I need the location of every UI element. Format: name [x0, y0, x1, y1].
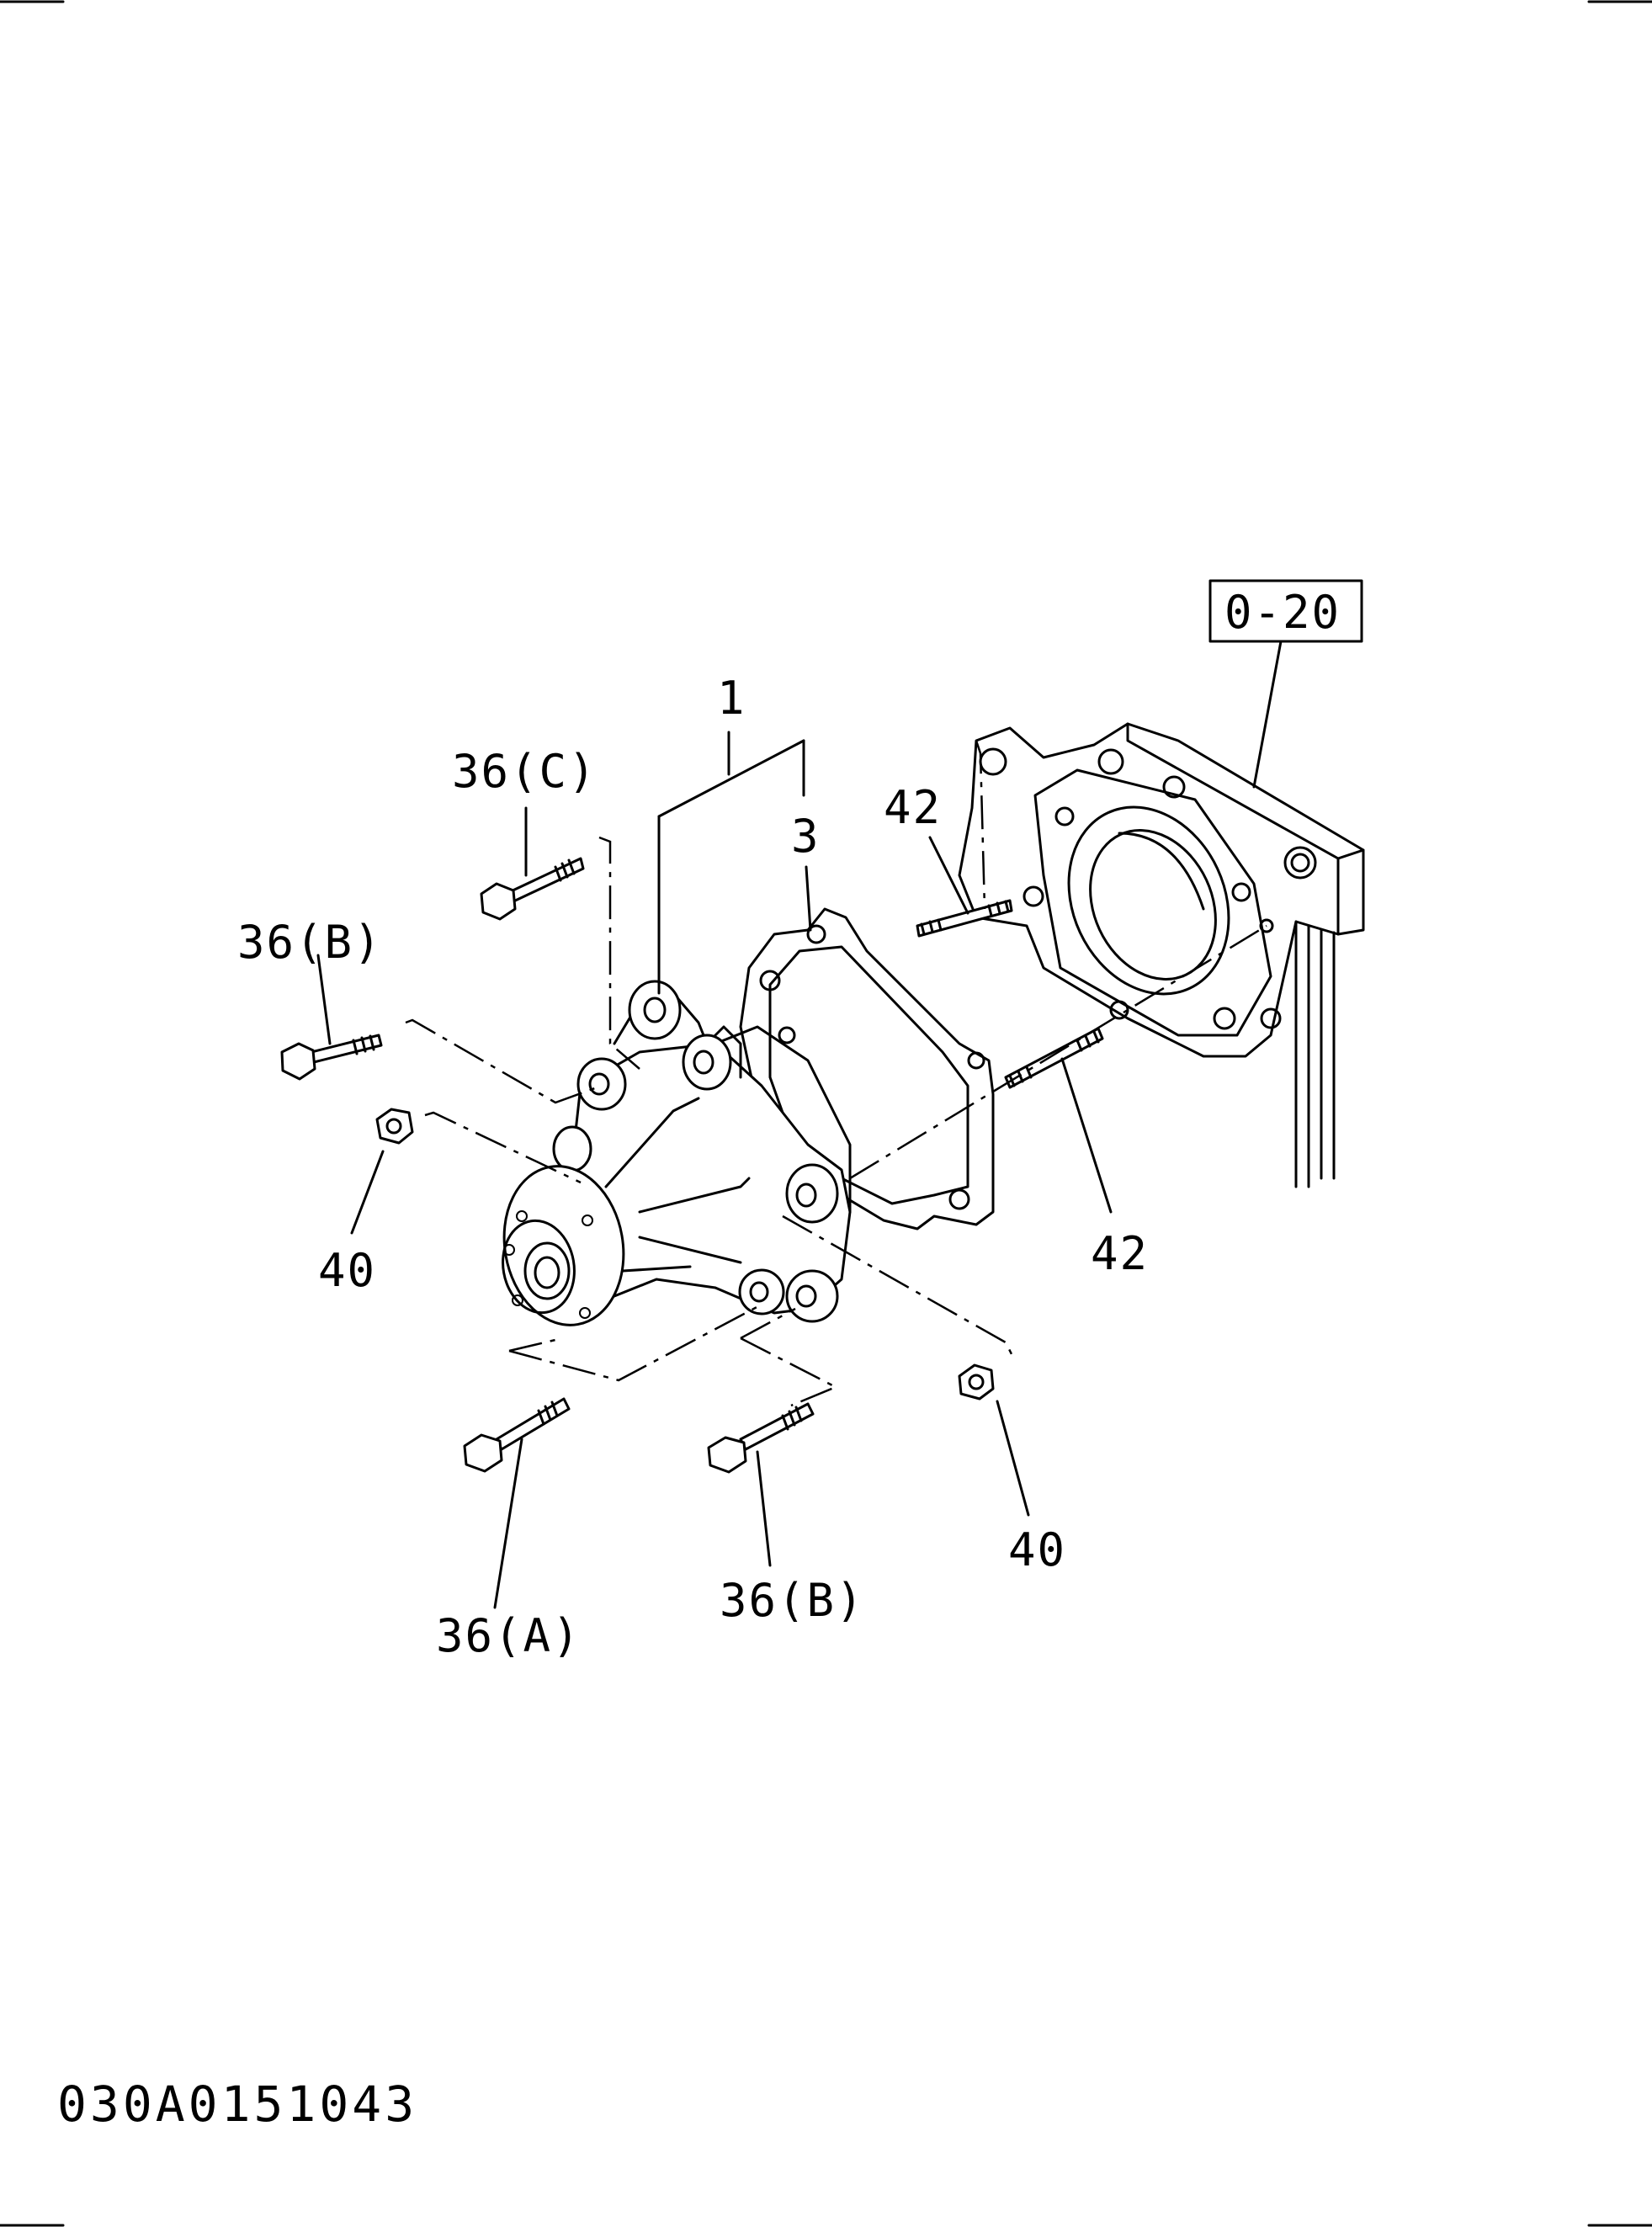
bolt-36b-bottom	[707, 1307, 838, 1567]
water-pump-body	[502, 980, 852, 1326]
stud-42-bottom	[849, 924, 1267, 1214]
reference-box: 0-20	[1208, 579, 1363, 789]
callout-36c: 36(C)	[452, 745, 598, 798]
part-1-leader	[657, 731, 812, 995]
bolt-36c	[480, 806, 640, 1070]
drawing-code: 030A0151043	[57, 2076, 417, 2133]
callout-40-right: 40	[1008, 1523, 1066, 1576]
callout-42-bottom: 42	[1091, 1227, 1149, 1280]
front-cover-housing	[958, 722, 1365, 1188]
stud-42-top	[916, 740, 1013, 938]
callout-36b-left: 36(B)	[237, 916, 383, 969]
callout-1: 1	[717, 672, 746, 725]
bolt-36a	[463, 1303, 762, 1609]
callout-42-top: 42	[884, 781, 942, 834]
callout-36b-bottom: 36(B)	[720, 1574, 865, 1627]
callout-36a: 36(A)	[436, 1609, 582, 1662]
nut-40-left	[350, 1108, 582, 1235]
bolt-36b-left	[280, 954, 603, 1104]
callout-3: 3	[791, 810, 821, 863]
callout-40-left: 40	[318, 1244, 376, 1297]
nut-40-right	[782, 1214, 1030, 1517]
reference-label: 0-20	[1224, 586, 1341, 639]
